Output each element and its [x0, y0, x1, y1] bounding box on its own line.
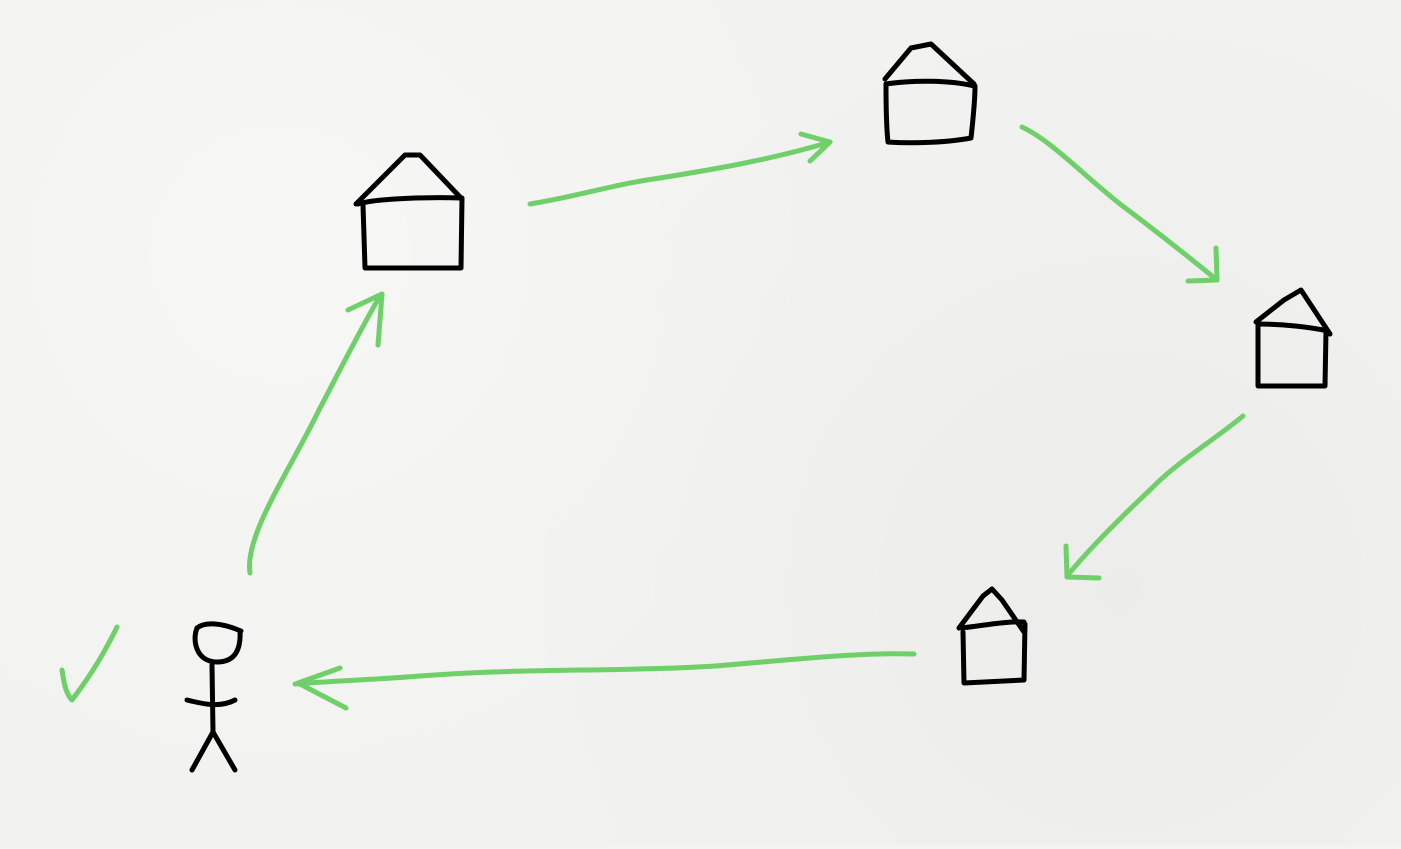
house-4-icon	[956, 586, 1028, 686]
arrow-person-to-house-1	[246, 291, 385, 576]
arrow-house-4-to-person	[292, 651, 917, 711]
house-3-icon	[1253, 287, 1333, 389]
arrow-house-1-to-house-2	[527, 131, 833, 207]
route-arrows	[246, 124, 1246, 711]
arrow-house-3-to-house-4	[1063, 413, 1246, 581]
checkmark-icon	[59, 624, 120, 703]
house-1-icon	[353, 152, 465, 271]
house-2-icon	[882, 41, 978, 146]
person-icon	[184, 621, 244, 773]
arrow-house-2-to-house-3	[1019, 124, 1220, 284]
